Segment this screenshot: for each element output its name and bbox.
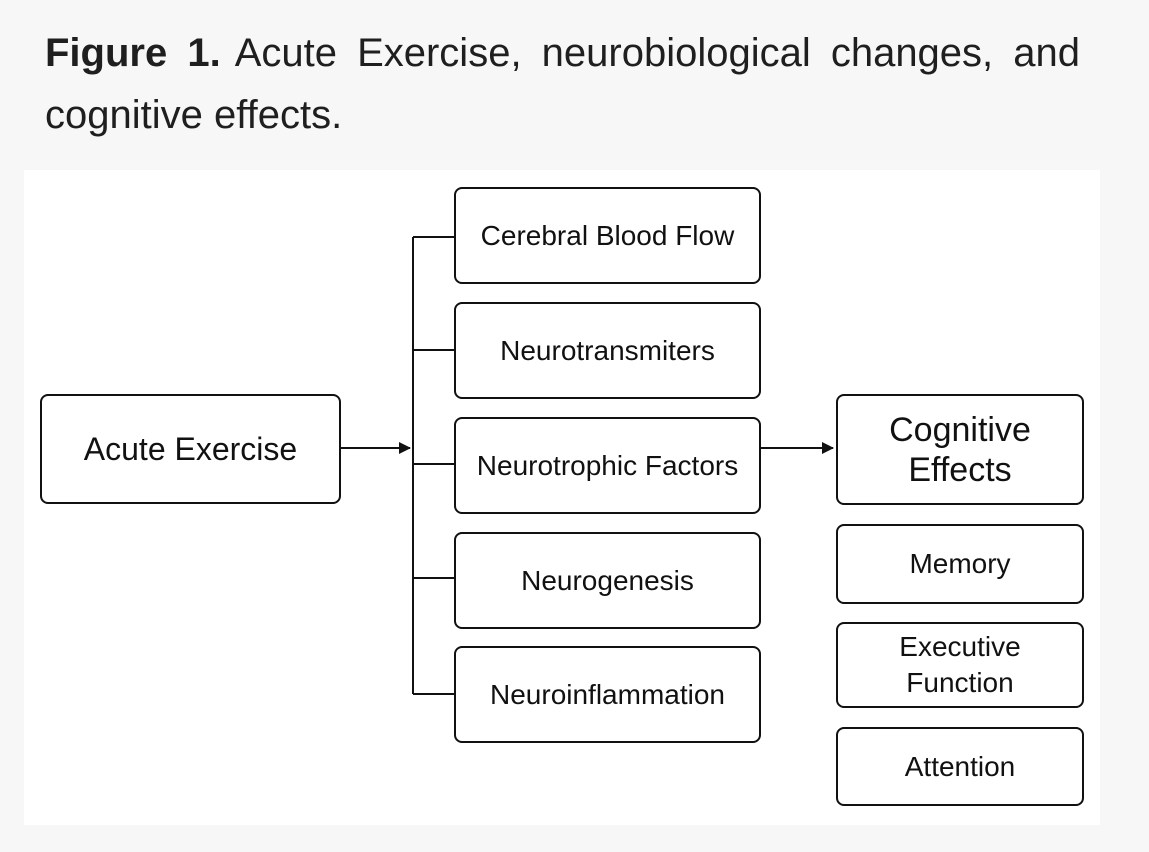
mechanism-box-cerebral-blood-flow: Cerebral Blood Flow xyxy=(454,187,761,284)
figure-caption: Figure 1.Acute Exercise, neurobiological… xyxy=(45,22,1080,146)
mechanism-label: Neurotrophic Factors xyxy=(476,449,739,481)
mechanism-box-neurotransmiters: Neurotransmiters xyxy=(454,302,761,399)
effect-box-attention: Attention xyxy=(836,727,1084,806)
effect-label-executive-line1: Executive xyxy=(899,631,1021,662)
cognitive-effects-line1: Cognitive xyxy=(889,410,1031,449)
effect-label-executive-line2: Function xyxy=(906,667,1014,698)
mechanism-box-neurotrophic-factors: Neurotrophic Factors xyxy=(454,417,761,514)
figure-caption-text: Acute Exercise, neurobiological changes,… xyxy=(45,31,1080,137)
mechanism-label: Neuroinflammation xyxy=(490,678,725,710)
effect-box-executive-function: Executive Function xyxy=(836,622,1084,708)
mechanism-label: Cerebral Blood Flow xyxy=(480,219,735,251)
effect-box-memory: Memory xyxy=(836,524,1084,604)
mechanism-label: Neurotransmiters xyxy=(500,334,715,366)
mechanism-box-neurogenesis: Neurogenesis xyxy=(454,532,761,629)
connector-lines xyxy=(340,236,834,695)
acute-exercise-box: Acute Exercise xyxy=(40,394,341,504)
mechanism-box-neuroinflammation: Neuroinflammation xyxy=(454,646,761,743)
effect-label-memory: Memory xyxy=(909,548,1011,579)
cognitive-effects-box: Cognitive Effects xyxy=(836,394,1084,505)
diagram-panel: Acute Exercise Cerebral Blood Flow Neuro… xyxy=(24,170,1100,825)
cognitive-effects-line2: Effects xyxy=(908,450,1012,489)
acute-exercise-label: Acute Exercise xyxy=(83,431,298,467)
mechanism-label: Neurogenesis xyxy=(521,564,694,596)
figure-label: Figure 1. xyxy=(45,31,221,75)
effect-label-attention: Attention xyxy=(904,750,1016,782)
